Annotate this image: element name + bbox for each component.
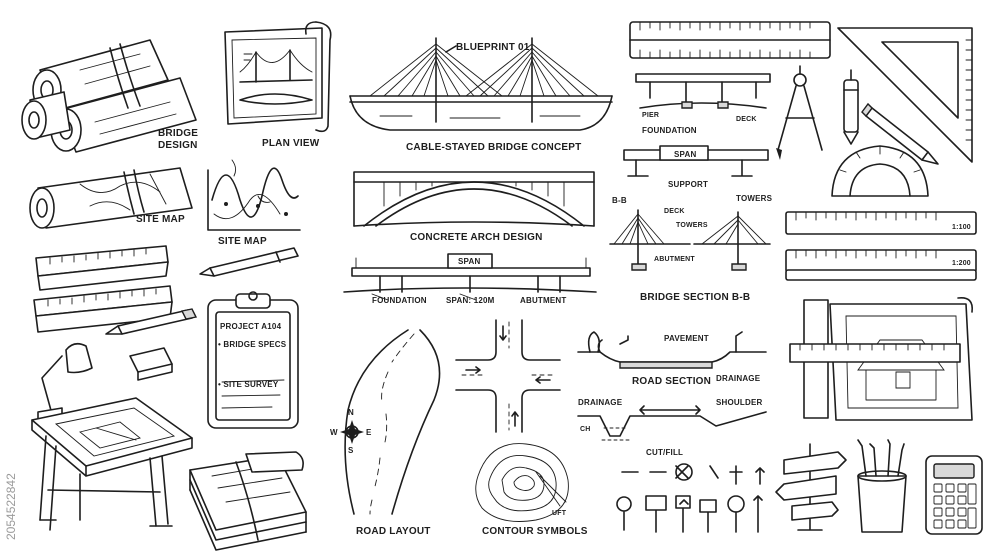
cable-stayed-bridge-icon: [609, 209, 771, 271]
rolled-map-icon: [29, 167, 193, 229]
label-support: SUPPORT: [668, 180, 709, 189]
label-span-120: SPAN: 120m: [446, 296, 495, 305]
label-scale-100: 1:100: [952, 224, 971, 231]
eraser-icon: [129, 347, 173, 381]
set-square-icon: [837, 27, 973, 163]
pencil-cup-icon: [857, 439, 907, 533]
site-map-graph-icon: [207, 159, 301, 231]
label-abutment-bottom: ABUTMENT: [520, 296, 567, 305]
beam-bridge-icon: [635, 73, 771, 109]
label-scale-200: 1:200: [952, 260, 971, 267]
label-compass-n: N: [348, 408, 354, 417]
label-foundation-right: FOUNDATION: [642, 126, 697, 135]
label-plan-view: PLAN VIEW: [262, 138, 320, 149]
label-deck-top: DECK: [736, 116, 757, 123]
compass-rose-icon: [340, 420, 364, 444]
label-site-map-roll: SITE MAP: [136, 214, 185, 225]
label-drainage-right: DRAINAGE: [716, 374, 761, 383]
label-road-section: ROAD SECTION: [632, 376, 712, 387]
label-drainage-left: DRAINAGE: [578, 398, 623, 407]
label-pier: PIER: [642, 112, 660, 119]
label-blueprint: BLUEPRINT 01: [456, 42, 530, 53]
label-bridge-design: BRIDGE DESIGN: [158, 128, 199, 151]
label-cut-fill: CUT/FILL: [646, 448, 684, 457]
label-bridge-specs: • BRIDGE SPECS: [218, 340, 287, 349]
t-square-drawing-icon: [789, 296, 974, 421]
label-cable-stayed: CABLE-STAYED BRIDGE CONCEPT: [406, 142, 582, 153]
plan-view-sheet-icon: [224, 21, 332, 133]
calculator-icon: [925, 455, 983, 535]
document-stack-icon: [189, 451, 307, 551]
arch-bridge-icon: [353, 171, 595, 227]
label-span-support: SPAN: [674, 150, 697, 159]
intersection-icon: [455, 319, 561, 433]
road-signs-icon: [616, 463, 765, 533]
label-abutment-section: ABUTMENT: [654, 256, 695, 263]
label-bridge-section: BRIDGE SECTION B-B: [640, 292, 751, 303]
label-contour-symbols: CONTOUR SYMBOLS: [482, 526, 588, 537]
beam-bridge-icon: [623, 145, 769, 177]
clipboard-icon: [207, 291, 299, 429]
ruler-icon: [629, 21, 831, 59]
protractor-icon: [831, 145, 929, 197]
ruler-icon: [785, 211, 977, 281]
label-site-map-graph: SITE MAP: [218, 236, 267, 247]
label-compass-e: E: [366, 428, 372, 437]
label-ch: CH: [580, 426, 591, 433]
contour-map-icon: [475, 443, 569, 522]
label-foundation-bottom: FOUNDATION: [372, 296, 427, 305]
label-span-box: SPAN: [458, 257, 481, 266]
road-layout-icon: [344, 329, 441, 515]
drafting-table-icon: [31, 397, 193, 531]
label-project: PROJECT A104: [220, 322, 282, 331]
label-road-layout: ROAD LAYOUT: [356, 526, 431, 537]
watermark: 2054522842: [2, 200, 18, 560]
label-pavement: PAVEMENT: [664, 334, 709, 343]
label-compass-w: W: [330, 428, 338, 437]
label-uft: UFT: [552, 510, 567, 517]
label-concrete-arch: CONCRETE ARCH DESIGN: [410, 232, 543, 243]
label-towers-right: TOWERS: [736, 194, 773, 203]
watermark-text: 2054522842: [4, 473, 18, 540]
pencil-icon: [861, 102, 939, 165]
label-compass-s: S: [348, 446, 354, 455]
cut-fill-section-icon: [577, 405, 767, 441]
label-site-survey: • SITE SURVEY: [218, 380, 279, 389]
signpost-icon: [775, 443, 847, 531]
label-shoulder: SHOULDER: [716, 398, 763, 407]
label-deck-section: DECK: [664, 208, 685, 215]
scale-ruler-icon: [33, 245, 173, 333]
cable-stayed-bridge-icon: [349, 37, 613, 131]
rolled-blueprints-icon: [21, 39, 197, 153]
compass-divider-icon: [776, 65, 823, 160]
road-section-icon: [577, 331, 767, 369]
label-bb: B-B: [612, 196, 627, 205]
beam-bridge-icon: [343, 253, 597, 301]
pencil-icon: [105, 308, 198, 335]
pencil-icon: [843, 69, 859, 145]
label-towers-section: TOWERS: [676, 222, 708, 229]
pen-icon: [199, 247, 299, 277]
